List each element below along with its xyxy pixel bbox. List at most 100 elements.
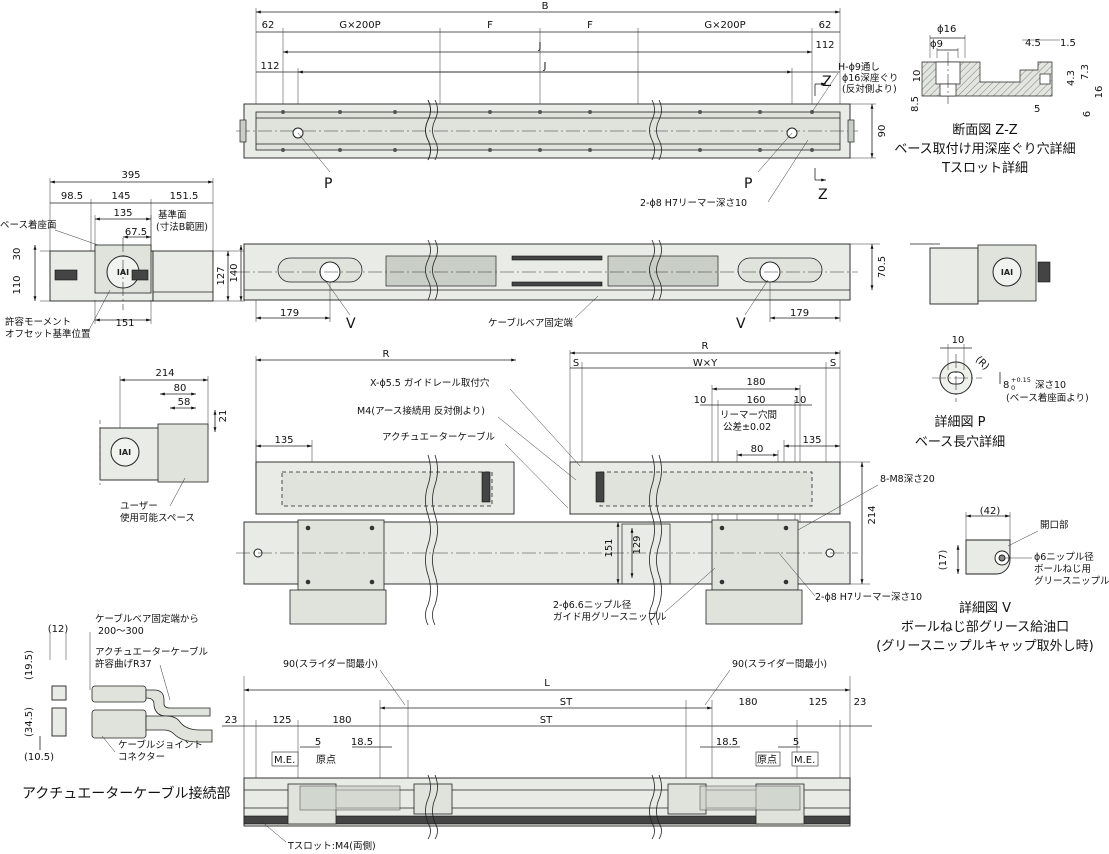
user-space-2: 使用可能スペース [120, 512, 195, 524]
v-caption-3: (グリースニップルキャップ取外し時) [876, 639, 1094, 654]
bend-label-1: アクチュエーターケーブル [95, 646, 208, 658]
origin-left: 原点 [316, 754, 336, 766]
dim-42-v: (42) [980, 506, 1001, 517]
end-view: 395 98.5 145 151.5 135 67.5 IAI 30 110 1… [0, 170, 245, 340]
tslot-label: Tスロット:M4(両側) [287, 840, 376, 852]
dim-10-left: 10 [694, 395, 707, 406]
p-caption-1: 詳細図 P [935, 414, 986, 430]
dim-21-end: 21 [218, 410, 229, 423]
end-view-right: IAI [910, 243, 1051, 305]
nipple-label-1: 2-ϕ6.6ニップル径 [553, 599, 632, 611]
dim-129-plan: 129 [632, 535, 643, 554]
dim-R-p: (R) [973, 354, 991, 372]
hole-note-1: H-ϕ9通し [838, 62, 880, 73]
dim-S-right: S [830, 358, 836, 369]
dim-180-right: 180 [738, 697, 757, 708]
dim-110: 110 [12, 275, 23, 294]
dim-62-right: 62 [819, 20, 832, 31]
dim-B: B [542, 1, 549, 12]
base-face-label: ベース着座面 [0, 219, 57, 231]
me-right: M.E. [794, 755, 815, 766]
dim-67-5: 67.5 [125, 227, 147, 238]
v-marker-right: V [736, 316, 746, 332]
dim-180-plan: 180 [746, 377, 765, 388]
dim-F-1: F [487, 20, 493, 31]
from-cable-end-2: 200〜300 [98, 626, 144, 637]
from-cable-end-1: ケーブルベア固定端から [95, 613, 199, 625]
origin-right: 原点 [757, 754, 777, 766]
top-view: B 62 G×200P F F G×200P 62 J 112 J 112 90… [236, 1, 898, 209]
depth-p: 深さ10 [1035, 380, 1066, 391]
dim-8-p: 8 [1003, 380, 1009, 391]
joint-label-2: コネクター [118, 752, 165, 763]
dim-5-right: 5 [793, 737, 799, 748]
dim-125-right: 125 [808, 697, 827, 708]
dim-80-end: 80 [174, 383, 187, 394]
opening-label: 開口部 [1040, 519, 1069, 531]
dim-7-3: 7.3 [1080, 64, 1091, 80]
dim-140: 140 [229, 263, 240, 282]
dim-179-right: 179 [790, 308, 809, 319]
dim-19-5: (19.5) [24, 650, 35, 680]
cable-caption: アクチュエーターケーブル接続部 [22, 785, 230, 802]
dim-160: 160 [746, 395, 765, 406]
dim-127: 127 [216, 266, 227, 285]
cable-label: アクチュエーターケーブル [382, 431, 495, 443]
v-nipple-3: グリースニップル [1034, 575, 1109, 587]
dim-112-right: 112 [815, 40, 834, 51]
reamer-tol-2: 公差±0.02 [723, 421, 771, 433]
dim-34-5: (34.5) [24, 707, 35, 737]
dim-F-2: F [587, 20, 593, 31]
dim-J-1: J [538, 41, 542, 52]
reamer-note-plan: 2-ϕ8 H7リーマー深さ10 [815, 592, 922, 603]
dim-395: 395 [121, 170, 140, 181]
detail-p: 10 (R) 8 +0.15 0 深さ10 (ベース着座面より) 詳細図 P ベ… [915, 335, 1089, 450]
dim-1-5: 1.5 [1060, 38, 1076, 49]
moment-label-2: オフセット基準位置 [5, 328, 91, 340]
dim-16-zz: 16 [1094, 86, 1105, 99]
hole-note-2: ϕ16深座ぐり [842, 72, 898, 84]
dim-70-5: 70.5 [877, 256, 888, 278]
dim-125-left: 125 [272, 715, 291, 726]
dim-23-right: 23 [854, 697, 867, 708]
tol-upper: +0.15 [1011, 376, 1031, 384]
dim-62-left: 62 [262, 20, 275, 31]
nipple-label-2: ガイド用グリースニップル [553, 611, 667, 623]
dim-ST-2: ST [540, 715, 553, 726]
dim-151-end: 151 [115, 318, 134, 329]
dim-phi16: ϕ16 [937, 24, 956, 35]
user-space-1: ユーザー [120, 501, 158, 512]
dim-90: 90 [877, 125, 888, 138]
v-marker-left: V [346, 316, 356, 332]
dim-10-5: (10.5) [24, 752, 54, 763]
dim-5-zz: 5 [1034, 104, 1040, 115]
zz-caption-1: 断面図 Z-Z [952, 123, 1018, 138]
dim-R-right: R [702, 341, 709, 352]
cable-end-label: ケーブルベア固定端 [488, 317, 573, 329]
ref-face-label-2: (寸法B範囲) [156, 221, 208, 233]
reamer-tol-1: リーマー穴間 [720, 409, 777, 421]
dim-98-5: 98.5 [61, 191, 83, 202]
dim-R-left: R [383, 349, 390, 360]
me-left: M.E. [274, 755, 295, 766]
svg-text:IAI: IAI [119, 448, 131, 457]
dim-L: L [544, 678, 550, 689]
dim-ST-1: ST [560, 697, 573, 708]
dim-12-cable: (12) [48, 624, 69, 635]
end-view-user-space: 214 80 58 21 IAI ユーザー 使用可能スペース [99, 368, 229, 524]
dim-214-plan: 214 [867, 505, 878, 524]
plan-view: R R S W×Y S 180 10 160 10 リーマー穴間 公差±0.02… [236, 341, 935, 626]
z-marker-bottom: Z [818, 187, 828, 203]
dim-145: 145 [111, 191, 130, 202]
zz-caption-2: ベース取付け用深座ぐり穴詳細 [894, 141, 1075, 157]
ref-face-label-1: 基準面 [158, 209, 187, 221]
dim-135-plan-left: 135 [274, 435, 293, 446]
dim-4-5: 4.5 [1025, 38, 1041, 49]
rail-holes-label: X-ϕ5.5 ガイドレール取付穴 [370, 377, 490, 389]
z-marker-top: Z [822, 74, 832, 90]
dim-S-left: S [573, 358, 579, 369]
dim-4-3: 4.3 [1066, 70, 1077, 86]
dim-8-5: 8.5 [910, 96, 921, 112]
dim-G-right: G×200P [704, 20, 745, 31]
